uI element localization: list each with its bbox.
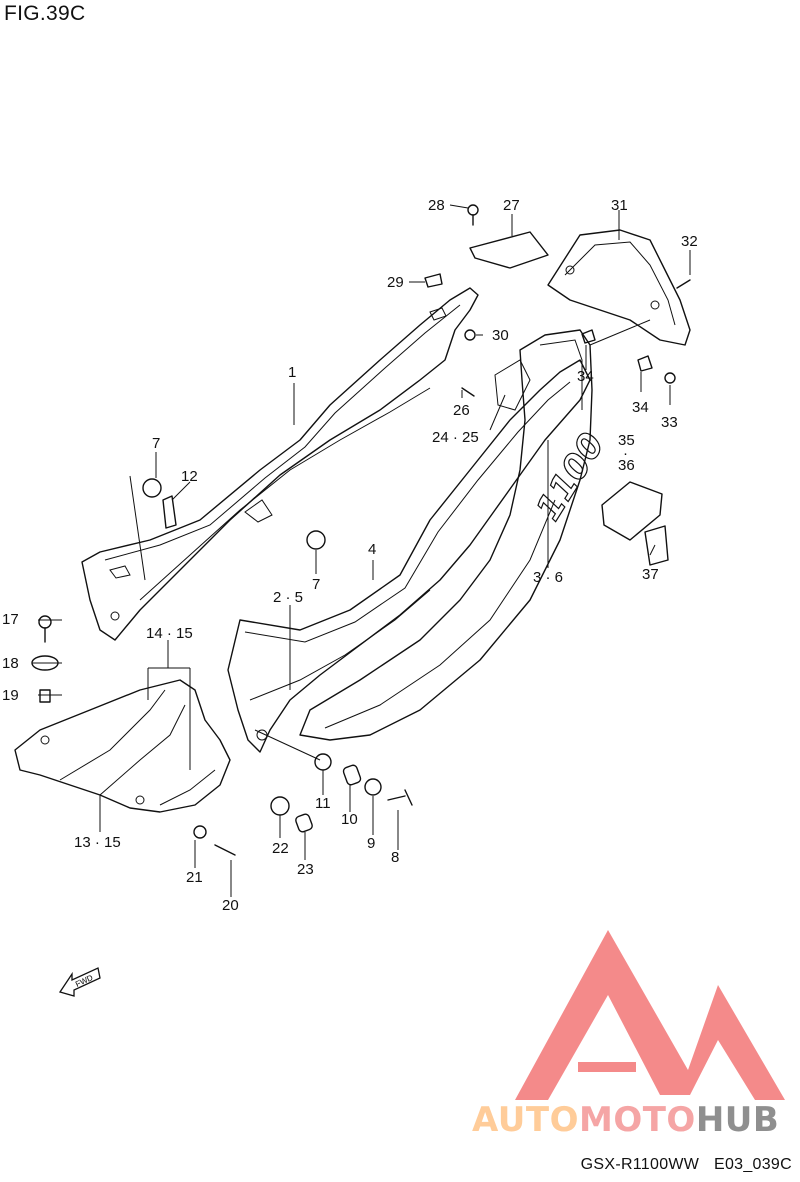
part-1-tail-cover [81, 287, 479, 641]
callout-19: 19 [2, 687, 19, 704]
callout-24-25: 24 · 25 [432, 429, 479, 446]
callout-37: 37 [642, 566, 659, 583]
callout-29: 29 [387, 274, 404, 291]
callout-34-lower: 34 [632, 399, 649, 416]
brand-auto: AUTO [472, 1100, 579, 1140]
callout-10: 10 [341, 811, 358, 828]
logo-1100: 1100 [529, 426, 613, 527]
part-35-36-block [601, 481, 669, 566]
callout-13-15: 13 · 15 [74, 834, 121, 851]
part-27-plate [469, 231, 549, 269]
figure-code: E03_039C [713, 1156, 792, 1173]
fwd-label: FWD [74, 973, 95, 989]
callout-34-upper: 34 [577, 368, 594, 385]
part-13-lower-cover [14, 679, 231, 813]
callout-4: 4 [368, 541, 377, 558]
callout-14-15: 14 · 15 [146, 625, 193, 642]
callout-30: 30 [492, 327, 509, 344]
figure-footer: GSX-R1100WW E03_039C [581, 1156, 792, 1174]
callout-7-upper: 7 [152, 435, 161, 452]
callout-12: 12 [181, 468, 198, 485]
callout-17: 17 [2, 611, 19, 628]
callout-35-dot: · [623, 445, 628, 462]
callout-18: 18 [2, 655, 19, 672]
callout-35: 35 [618, 432, 635, 449]
part-2-side-cover [227, 359, 591, 753]
fwd-arrow-icon: FWD [58, 967, 101, 997]
callout-8: 8 [391, 849, 400, 866]
callout-1: 1 [288, 364, 297, 381]
callout-9: 9 [367, 835, 376, 852]
callout-27: 27 [503, 197, 520, 214]
part-3-side-panel: 1100 [299, 329, 613, 741]
callout-2-5: 2 · 5 [273, 589, 304, 606]
callout-11: 11 [315, 795, 331, 812]
brand-moto: MOTO [578, 1100, 696, 1140]
callout-7-lower: 7 [312, 576, 321, 593]
fasteners [31, 204, 691, 856]
callout-36: 36 [618, 457, 635, 474]
callout-26: 26 [453, 402, 470, 419]
callout-20: 20 [222, 897, 239, 914]
model-code: GSX-R1100WW [580, 1156, 700, 1173]
callout-33: 33 [661, 414, 678, 431]
watermark-brand: AUTOMOTOHUB [472, 1100, 779, 1140]
callout-22: 22 [272, 840, 289, 857]
figure-title: FIG.39C [4, 2, 86, 25]
watermark-logo [515, 930, 785, 1100]
callout-23: 23 [297, 861, 314, 878]
part-31-bracket [547, 229, 691, 346]
callout-21: 21 [186, 869, 203, 886]
callout-28: 28 [428, 197, 445, 214]
callout-31: 31 [611, 197, 628, 214]
callout-3-6: 3 · 6 [533, 569, 564, 586]
leader-lines [32, 204, 691, 897]
brand-hub: HUB [695, 1100, 780, 1140]
callout-32: 32 [681, 233, 698, 250]
